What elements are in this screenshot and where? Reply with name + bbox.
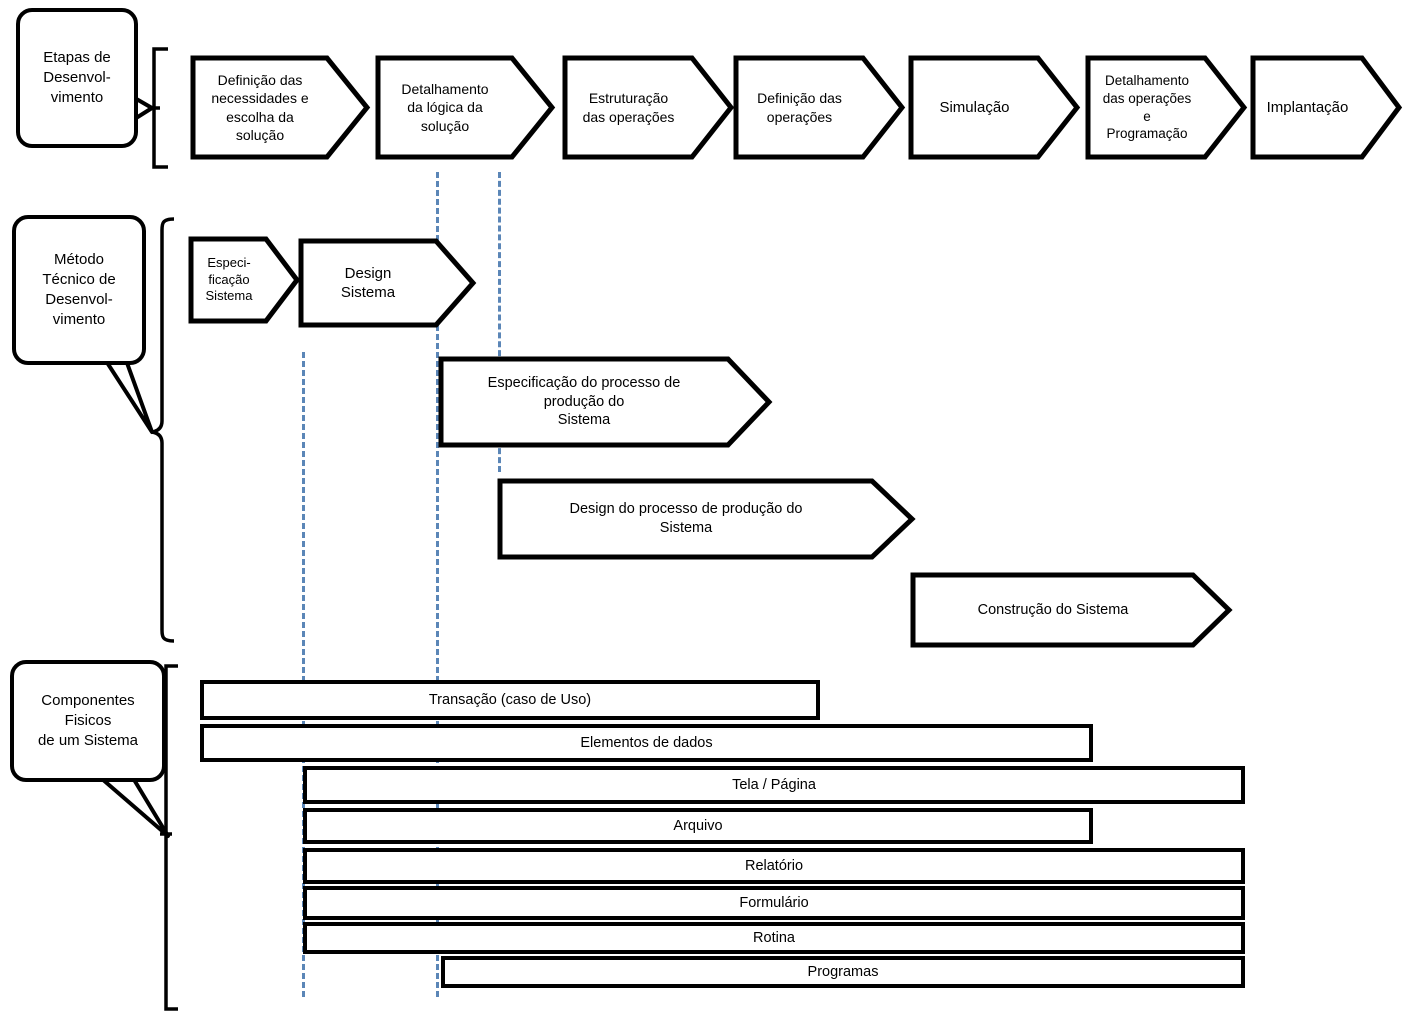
component-bar-transacao[interactable]: Transação (caso de Uso)	[200, 680, 820, 720]
callout-metodo-tecnico: Método Técnico de Desenvol- vimento	[12, 215, 146, 365]
callout-componentes-fisicos: Componentes Fisicos de um Sistema	[10, 660, 166, 782]
component-bar-programas[interactable]: Programas	[441, 956, 1245, 988]
step-label: Definição das necessidades e escolha da …	[211, 72, 309, 143]
step-design-sistema[interactable]: Design Sistema	[298, 238, 477, 328]
bracket-etapas	[148, 47, 168, 169]
step-label: Design do processo de produção do Sistem…	[569, 501, 803, 536]
step-implantacao[interactable]: Implantação	[1250, 55, 1403, 160]
component-bar-label: Programas	[807, 964, 879, 980]
step-estruturacao-operacoes[interactable]: Estruturação das operações	[562, 55, 735, 160]
step-label: Construção do Sistema	[977, 601, 1129, 618]
step-label: Definição das operações	[757, 90, 842, 125]
step-definicao-operacoes[interactable]: Definição das operações	[733, 55, 906, 160]
step-label: Implantação	[1266, 98, 1349, 116]
step-especificacao-processo-producao[interactable]: Especificação do processo de produção do…	[438, 356, 773, 448]
component-bar-elementos-de-dados[interactable]: Elementos de dados	[200, 724, 1093, 762]
step-label: Design Sistema	[340, 264, 396, 302]
step-label: Detalhamento da lógica da solução	[401, 81, 489, 134]
callout-metodo-label: Método Técnico de Desenvol- vimento	[42, 250, 116, 329]
component-bar-tela-pagina[interactable]: Tela / Página	[303, 766, 1245, 804]
component-bar-label: Formulário	[739, 895, 809, 911]
step-especificacao-sistema[interactable]: Especi- ficação Sistema	[188, 236, 301, 324]
component-bar-label: Transação (caso de Uso)	[428, 692, 592, 708]
step-definicao-necessidades[interactable]: Definição das necessidades e escolha da …	[190, 55, 371, 160]
guide-line-2	[436, 172, 439, 997]
step-simulacao[interactable]: Simulação	[908, 55, 1081, 160]
step-detalhamento-logica[interactable]: Detalhamento da lógica da solução	[375, 55, 556, 160]
component-bar-arquivo[interactable]: Arquivo	[303, 808, 1093, 844]
component-bar-label: Arquivo	[673, 818, 723, 834]
guide-line-1	[302, 352, 305, 997]
component-bar-rotina[interactable]: Rotina	[303, 922, 1245, 954]
step-label: Estruturação das operações	[582, 90, 675, 125]
component-bar-label: Elementos de dados	[580, 735, 713, 751]
step-label: Especi- ficação Sistema	[205, 254, 253, 304]
component-bar-relatorio[interactable]: Relatório	[303, 848, 1245, 884]
callout-etapas-label: Etapas de Desenvol- vimento	[43, 48, 111, 107]
bracket-metodo	[151, 217, 175, 643]
step-detalhamento-programacao[interactable]: Detalhamento das operações e Programação	[1085, 55, 1248, 160]
step-label: Simulação	[939, 98, 1010, 116]
step-label: Detalhamento das operações e Programação	[1102, 73, 1192, 142]
step-design-processo-producao[interactable]: Design do processo de produção do Sistem…	[497, 478, 916, 560]
component-bar-label: Rotina	[753, 930, 795, 946]
callout-componentes-label: Componentes Fisicos de um Sistema	[37, 691, 139, 750]
step-label: Especificação do processo de produção do…	[487, 374, 681, 429]
guide-line-3	[498, 172, 501, 472]
callout-etapas-de-desenvolvimento: Etapas de Desenvol- vimento	[16, 8, 138, 148]
component-bar-label: Tela / Página	[732, 777, 816, 793]
component-bar-label: Relatório	[744, 858, 804, 874]
step-construcao-sistema[interactable]: Construção do Sistema	[910, 572, 1233, 648]
component-bar-formulario[interactable]: Formulário	[303, 886, 1245, 920]
